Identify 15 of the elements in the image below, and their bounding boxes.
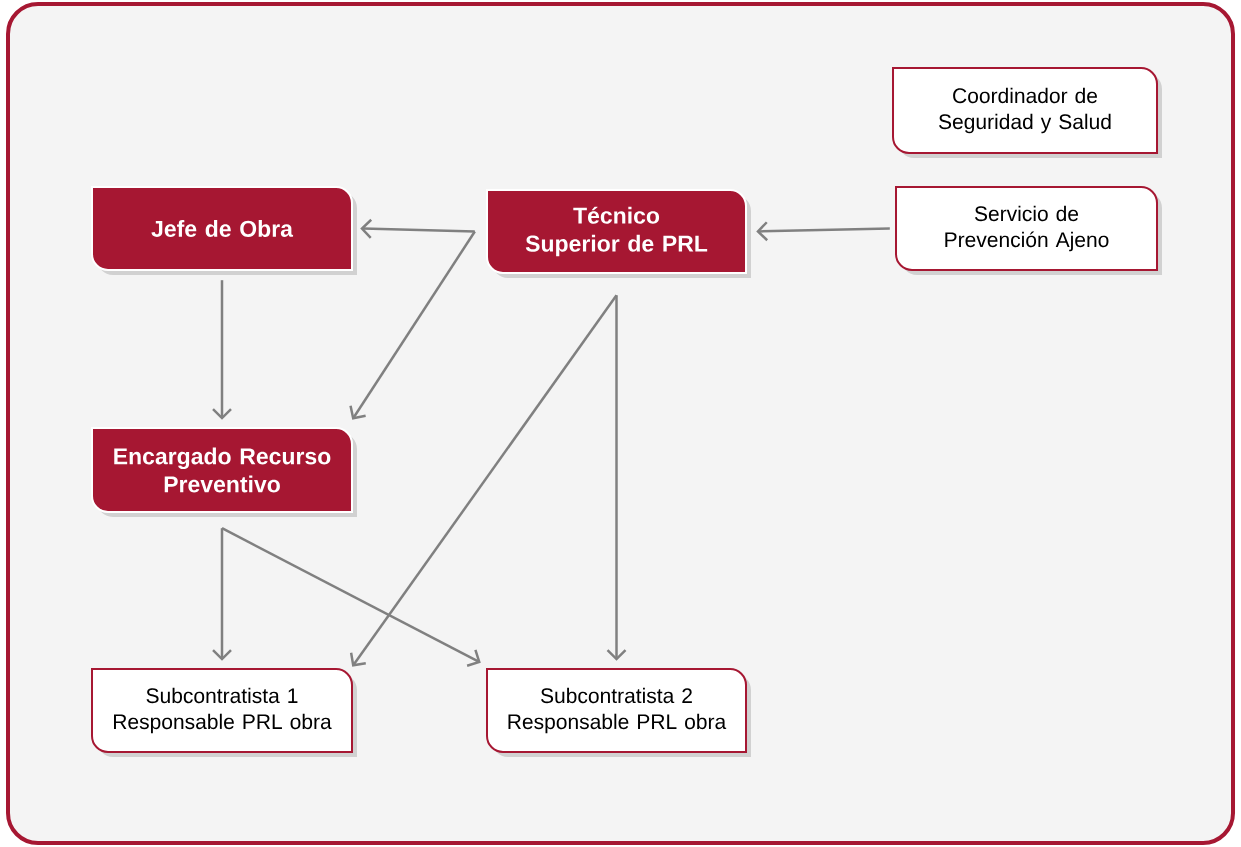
arrow	[756, 221, 890, 242]
role-box: Servicio de Prevención Ajeno	[895, 186, 1162, 275]
role-box: Encargado Recurso Preventivo	[91, 427, 357, 517]
arrow	[606, 295, 627, 661]
role-box: Jefe de Obra	[91, 186, 357, 275]
arrow	[221, 527, 481, 667]
arrow	[212, 528, 232, 661]
role-box: Coordinador de Seguridad y Salud	[892, 67, 1162, 158]
arrow	[360, 218, 475, 239]
role-box: Técnico Superior de PRL	[486, 189, 751, 278]
role-box: Subcontratista 2 Responsable PRL obra	[486, 668, 751, 757]
arrow	[349, 230, 476, 420]
arrow	[349, 294, 618, 667]
arrow	[212, 280, 232, 420]
role-box: Subcontratista 1 Responsable PRL obra	[91, 668, 357, 757]
